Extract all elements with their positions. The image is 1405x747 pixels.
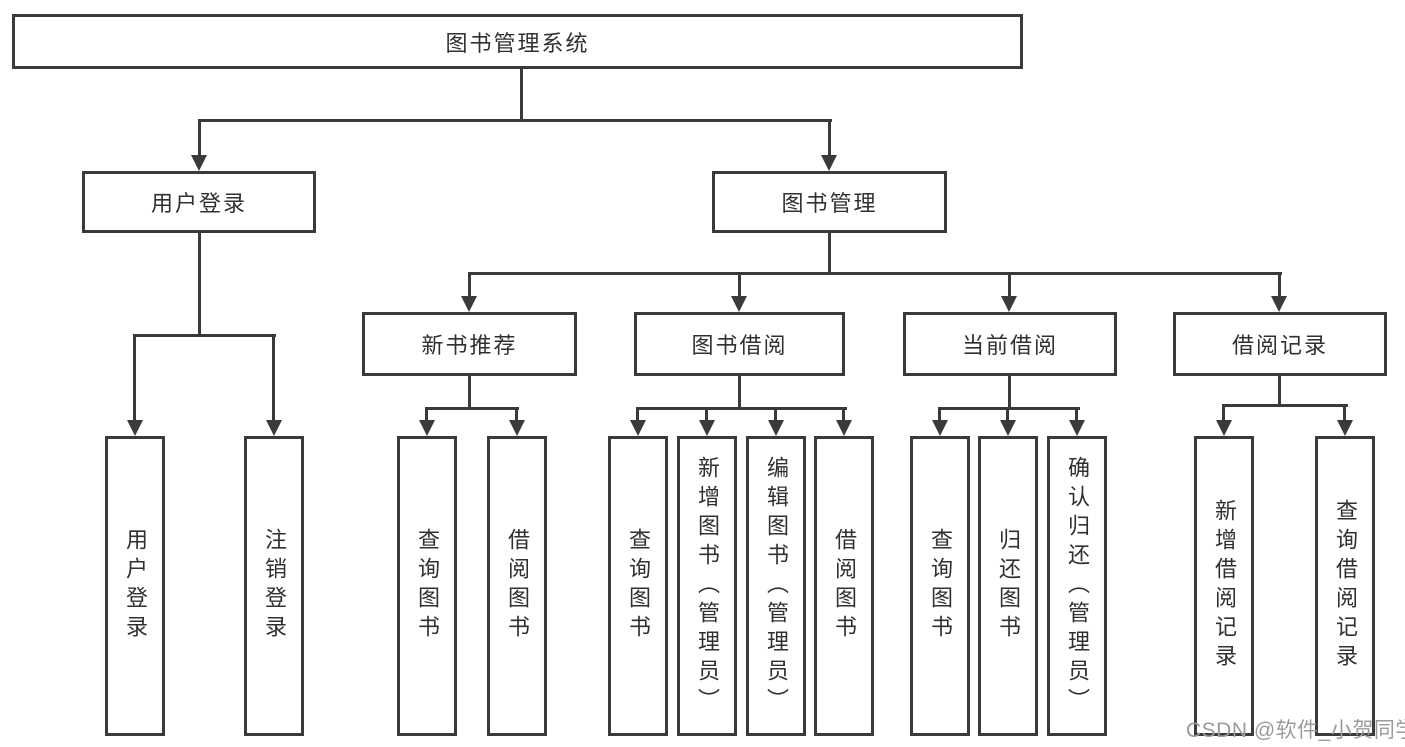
arrow-down-icon — [461, 296, 477, 312]
leaf-logout: 注销登录 — [244, 436, 304, 736]
node-label: 用户登录 — [150, 191, 247, 216]
connector-line — [1008, 376, 1011, 410]
connector-line — [468, 272, 471, 300]
arrow-down-icon — [1337, 420, 1353, 436]
connector-line — [774, 407, 777, 422]
arrow-down-icon — [419, 420, 435, 436]
leaf-query-books-current: 查询图书 — [910, 436, 970, 736]
connector-line — [515, 407, 518, 422]
connector-line — [738, 272, 741, 300]
connector-line — [1222, 404, 1348, 407]
arrow-down-icon — [1271, 296, 1287, 312]
connector-line — [1008, 272, 1011, 300]
node-label: 借阅图书 — [832, 528, 857, 644]
connector-line — [198, 233, 201, 337]
connector-line — [272, 334, 275, 422]
connector-line — [198, 119, 201, 157]
node-user-login: 用户登录 — [82, 171, 316, 233]
arrow-down-icon — [1000, 420, 1016, 436]
node-label: 归还图书 — [996, 528, 1021, 644]
csdn-watermark: CSDN @软件_小贺同学 — [1186, 719, 1405, 742]
connector-line — [842, 407, 845, 422]
node-label: 图书借阅 — [691, 333, 788, 358]
connector-line — [828, 119, 831, 157]
leaf-return-book: 归还图书 — [978, 436, 1038, 736]
node-label: 查询借阅记录 — [1333, 499, 1358, 673]
connector-line — [1278, 272, 1281, 300]
leaf-borrow-books-borrowing: 借阅图书 — [814, 436, 874, 736]
node-label: 图书管理 — [781, 191, 878, 216]
connector-line — [425, 407, 519, 410]
connector-line — [738, 376, 741, 410]
connector-line — [468, 376, 471, 410]
node-library-management-system: 图书管理系统 — [12, 14, 1023, 69]
leaf-add-borrow-record: 新增借阅记录 — [1194, 436, 1254, 736]
node-label: 新增图书（管理员） — [695, 455, 720, 717]
node-book-management: 图书管理 — [712, 171, 947, 233]
connector-line — [1222, 404, 1225, 422]
leaf-edit-book-admin: 编辑图书（管理员） — [746, 436, 806, 736]
arrow-down-icon — [731, 296, 747, 312]
connector-line — [1343, 404, 1346, 422]
node-label: 查询图书 — [928, 528, 953, 644]
leaf-confirm-return-admin: 确认归还（管理员） — [1047, 436, 1107, 736]
arrow-down-icon — [1216, 420, 1232, 436]
node-label: 图书管理系统 — [445, 30, 590, 56]
arrow-down-icon — [836, 420, 852, 436]
node-label: 用户登录 — [123, 528, 148, 644]
arrow-down-icon — [768, 420, 784, 436]
arrow-down-icon — [191, 155, 207, 171]
node-new-book-recommend: 新书推荐 — [362, 312, 577, 376]
connector-line — [636, 407, 639, 422]
node-label: 当前借阅 — [961, 333, 1058, 358]
connector-line — [938, 407, 941, 422]
node-label: 注销登录 — [262, 528, 287, 644]
leaf-query-borrow-record: 查询借阅记录 — [1315, 436, 1375, 736]
node-label: 新书推荐 — [421, 333, 518, 358]
node-label: 确认归还（管理员） — [1065, 455, 1090, 717]
node-label: 查询图书 — [626, 528, 651, 644]
node-label: 编辑图书（管理员） — [764, 455, 789, 717]
leaf-query-books-borrowing: 查询图书 — [608, 436, 668, 736]
leaf-user-login: 用户登录 — [105, 436, 165, 736]
connector-line — [828, 233, 831, 275]
connector-line — [520, 69, 523, 122]
arrow-down-icon — [266, 420, 282, 436]
node-label: 借阅记录 — [1231, 333, 1328, 358]
node-book-borrowing: 图书借阅 — [634, 312, 845, 376]
node-label: 新增借阅记录 — [1212, 499, 1237, 673]
arrow-down-icon — [1069, 420, 1085, 436]
connector-line — [133, 334, 136, 422]
arrow-down-icon — [509, 420, 525, 436]
arrow-down-icon — [1001, 296, 1017, 312]
leaf-add-book-admin: 新增图书（管理员） — [677, 436, 737, 736]
leaf-borrow-books-recommend: 借阅图书 — [487, 436, 547, 736]
node-borrowing-records: 借阅记录 — [1173, 312, 1387, 376]
connector-line — [1006, 407, 1009, 422]
arrow-down-icon — [821, 155, 837, 171]
connector-line — [1278, 376, 1281, 407]
leaf-query-books-recommend: 查询图书 — [397, 436, 457, 736]
node-current-borrowing: 当前借阅 — [903, 312, 1117, 376]
connector-line — [1075, 407, 1078, 422]
arrow-down-icon — [932, 420, 948, 436]
connector-line — [198, 119, 832, 122]
connector-line — [133, 334, 276, 337]
arrow-down-icon — [127, 420, 143, 436]
connector-line — [938, 407, 1080, 410]
connector-line — [425, 407, 428, 422]
arrow-down-icon — [630, 420, 646, 436]
connector-line — [468, 272, 1282, 275]
connector-line — [636, 407, 847, 410]
arrow-down-icon — [699, 420, 715, 436]
node-label: 借阅图书 — [505, 528, 530, 644]
connector-line — [705, 407, 708, 422]
node-label: 查询图书 — [415, 528, 440, 644]
